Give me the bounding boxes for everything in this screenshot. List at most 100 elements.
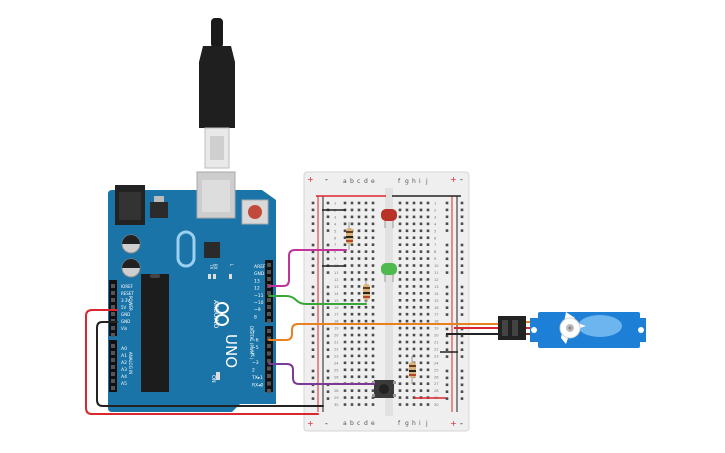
rail-minus-bottom-right: -	[460, 419, 463, 428]
l-label: L	[229, 264, 234, 267]
row-number: 26	[434, 375, 439, 379]
column-letter: g	[405, 178, 409, 185]
row-number: 24	[434, 361, 439, 365]
row-number: 4	[434, 222, 437, 226]
row-number: 16	[434, 306, 439, 310]
on-label: ON	[210, 375, 216, 383]
digital-pin-label: GND	[254, 271, 265, 277]
digital-pin-label: 2	[252, 368, 255, 374]
column-letter: e	[371, 178, 375, 185]
power-header-label: POWER	[128, 296, 133, 311]
power-pin-label: Vin	[121, 326, 128, 331]
pushbutton[interactable]	[372, 380, 396, 398]
rail-plus-top-right: +	[450, 175, 457, 184]
rail-minus-bottom-left: -	[325, 419, 328, 428]
digital-pin-label: AREF	[254, 264, 266, 270]
row-number: 20	[334, 334, 339, 338]
row-number: 24	[334, 361, 339, 365]
power-pin-label: GND	[121, 312, 130, 317]
column-letter: h	[412, 420, 416, 427]
column-letter: j	[425, 178, 428, 185]
rail-plus-bottom-left: +	[307, 419, 314, 428]
pink-wire	[268, 249, 347, 287]
digital-pin-label: ~5	[252, 345, 259, 351]
row-number: 14	[334, 292, 339, 296]
resistor-1[interactable]	[346, 222, 353, 250]
column-letter: f	[398, 178, 401, 185]
analog-pin-label: A4	[121, 374, 127, 380]
servo-motor[interactable]	[530, 312, 646, 348]
row-number: 23	[334, 354, 339, 358]
rail-minus-top-left: -	[325, 175, 328, 184]
power-pin-label: 3.3V	[121, 298, 130, 303]
microcontroller-chip	[141, 274, 169, 392]
green-led[interactable]	[381, 263, 397, 282]
row-number: 28	[434, 389, 439, 393]
analog-pin-label: A3	[121, 367, 127, 373]
digital-pin-label: 12	[254, 286, 260, 292]
row-number: 10	[434, 264, 439, 268]
column-letter: b	[350, 178, 354, 185]
analog-pin-label: A1	[121, 353, 127, 359]
row-number: 9	[434, 257, 437, 261]
tx-label: TX	[209, 263, 214, 269]
row-number: 11	[434, 271, 439, 275]
column-letter: c	[357, 420, 360, 427]
arduino-logo	[215, 302, 229, 326]
row-number: 21	[434, 341, 439, 345]
row-number: 22	[334, 347, 339, 351]
rail-plus-top-left: +	[307, 175, 314, 184]
analog-pin-label: A5	[121, 381, 127, 387]
digital-pin-label: 7	[252, 330, 255, 336]
digital-pin-label: 8	[254, 314, 257, 320]
row-number: 9	[334, 257, 337, 261]
arduino-brand: ARDUINO	[212, 300, 219, 329]
row-number: 23	[434, 354, 439, 358]
resistor-2[interactable]	[363, 280, 370, 304]
row-number: 25	[434, 368, 439, 372]
row-number: 13	[434, 285, 439, 289]
arduino-board[interactable]: ARDUINO UNO ON TX RX L POWER ANALOG IN I…	[108, 171, 276, 412]
column-letter: g	[405, 420, 409, 427]
analog-pin-label: A0	[121, 346, 127, 352]
digital-pin-label: ~3	[252, 360, 259, 366]
red-power-wire	[85, 309, 319, 415]
digital-pin-label: 4	[252, 353, 255, 359]
orange-wire	[268, 323, 455, 341]
column-letter: h	[412, 178, 416, 185]
column-letter: d	[364, 178, 368, 185]
green-wire	[268, 295, 367, 305]
column-letter: f	[398, 420, 401, 427]
power-pin-label: RESET	[121, 291, 134, 296]
column-letter: b	[350, 420, 354, 427]
rail-plus-bottom-right: +	[450, 419, 457, 428]
rail-minus-top-right: -	[460, 175, 463, 184]
row-number: 18	[334, 320, 339, 324]
row-number: 14	[434, 292, 439, 296]
row-number: 13	[334, 285, 339, 289]
row-number: 25	[334, 368, 339, 372]
row-number: 15	[334, 299, 339, 303]
column-letter: i	[419, 420, 421, 427]
row-number: 18	[434, 320, 439, 324]
row-number: 29	[334, 396, 339, 400]
rx-label: RX	[213, 264, 218, 270]
row-number: 30	[434, 403, 439, 407]
row-number: 19	[334, 327, 339, 331]
row-number: 21	[334, 341, 339, 345]
column-letter: d	[364, 420, 368, 427]
digital-pin-label: 13	[254, 278, 260, 284]
row-number: 16	[334, 306, 339, 310]
row-number: 6	[434, 236, 437, 240]
column-letter: j	[425, 420, 428, 427]
row-number: 1	[334, 202, 336, 206]
row-number: 4	[334, 222, 337, 226]
red-led[interactable]	[381, 209, 397, 228]
digital-header-label: DIGITAL (PWM~)	[249, 326, 254, 360]
digital-pin-label: ~10	[254, 300, 264, 306]
resistor-3[interactable]	[409, 356, 416, 384]
row-number: 30	[334, 403, 339, 407]
column-letter: c	[357, 178, 360, 185]
row-number: 12	[434, 278, 439, 282]
